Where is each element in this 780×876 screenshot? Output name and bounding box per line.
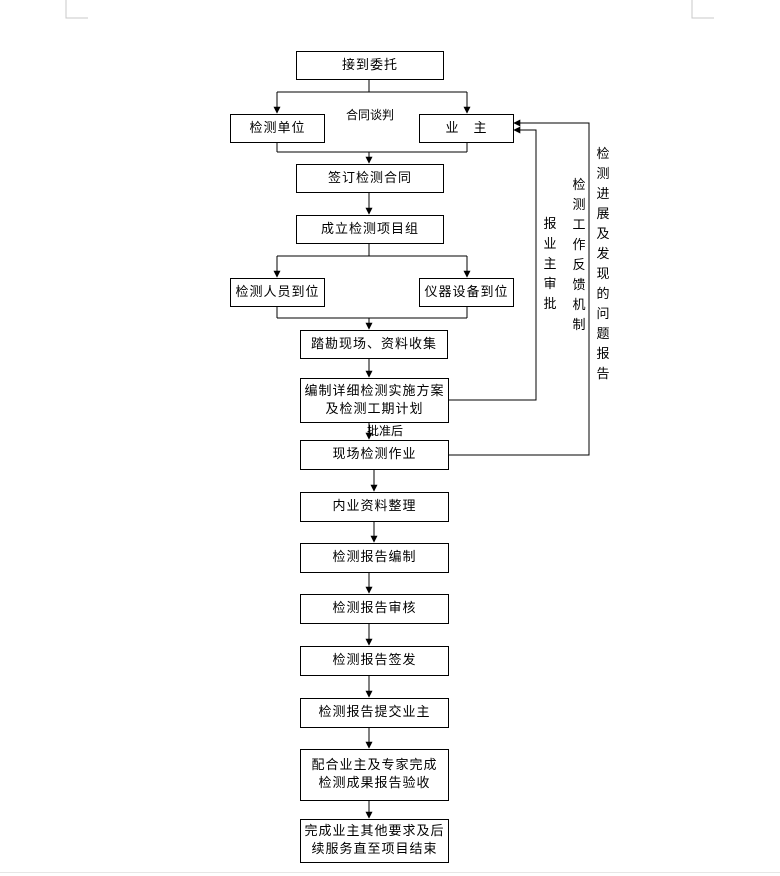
label-contract-negotiation: 合同谈判 — [346, 108, 395, 122]
loop-owner-approval — [449, 126, 537, 401]
loop-progress-report — [449, 119, 590, 456]
node-report-sign: 检测报告签发 — [300, 646, 449, 676]
node-personnel-ready: 检测人员到位 — [230, 278, 325, 307]
node-report-submit: 检测报告提交业主 — [300, 698, 449, 728]
page-corner-mark-right — [691, 0, 714, 19]
node-followup-line1: 完成业主其他要求及后 — [304, 824, 445, 839]
node-followup-service: 完成业主其他要求及后 续服务直至项目结束 — [300, 819, 449, 863]
label-progress-report: 检测进展及发现的问题报告 — [596, 147, 610, 382]
page-corner-mark-left — [65, 0, 88, 19]
node-report-review: 检测报告审核 — [300, 594, 449, 624]
label-owner-approval: 报业主审批 — [543, 217, 557, 312]
node-detailed-plan-line2: 及检测工期计划 — [325, 401, 424, 417]
node-site-survey: 踏勘现场、资料收集 — [300, 330, 448, 359]
node-acceptance-line1: 配合业主及专家完成 — [311, 758, 438, 773]
node-owner: 业 主 — [419, 114, 514, 143]
node-testing-unit: 检测单位 — [230, 114, 325, 143]
node-acceptance: 配合业主及专家完成 检测成果报告验收 — [300, 749, 449, 801]
node-sign-contract: 签订检测合同 — [296, 164, 444, 193]
label-feedback-mechanism: 检测工作反馈机制 — [572, 178, 586, 333]
node-receive-commission: 接到委托 — [296, 51, 444, 80]
node-equipment-ready: 仪器设备到位 — [419, 278, 514, 307]
node-report-compile: 检测报告编制 — [300, 543, 449, 573]
node-detailed-plan-line1: 编制详细检测实施方案 — [304, 383, 445, 399]
node-field-work: 现场检测作业 — [300, 440, 449, 470]
page-bottom-rule — [0, 872, 780, 873]
node-project-team: 成立检测项目组 — [296, 215, 444, 244]
node-detailed-plan: 编制详细检测实施方案 及检测工期计划 — [300, 378, 449, 423]
label-after-approval: 批准后 — [367, 424, 404, 438]
node-followup-line2: 续服务直至项目结束 — [311, 842, 438, 857]
node-data-processing: 内业资料整理 — [300, 492, 449, 522]
node-acceptance-line2: 检测成果报告验收 — [318, 776, 431, 791]
